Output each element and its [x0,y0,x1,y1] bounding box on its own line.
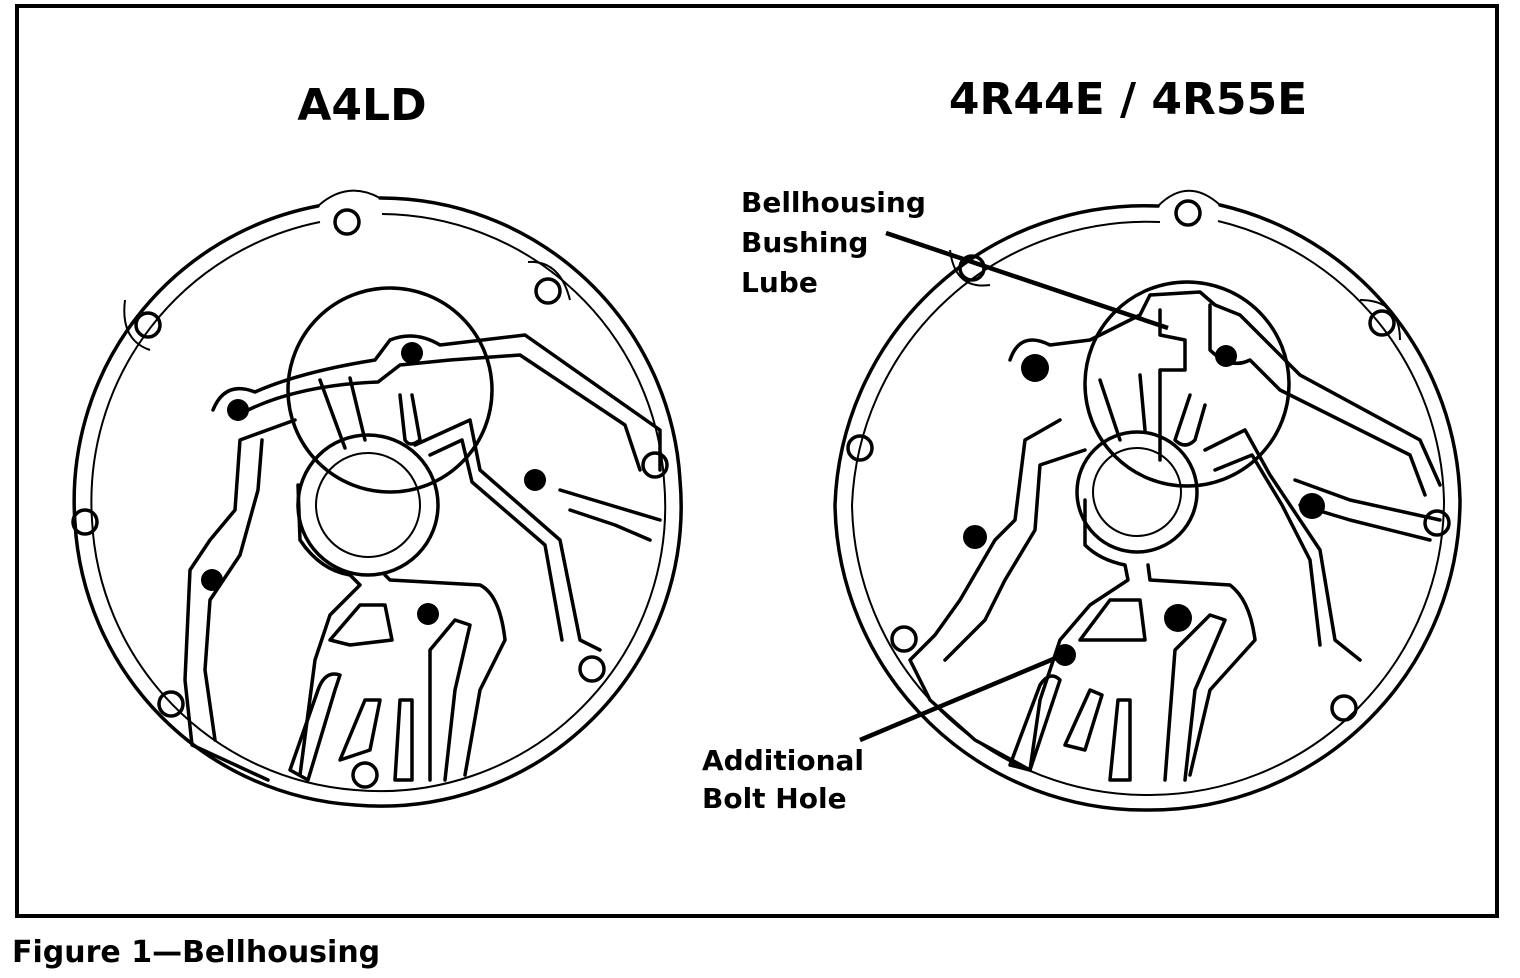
plate-a4ld-passage [211,333,662,472]
title-a4ld: A4LD [297,80,426,131]
plate-4r44e-bolt-hole [1174,199,1202,227]
plate-4r44e-port [963,525,987,549]
callout-lube-line-2: Bushing [741,226,868,259]
plate-a4ld-bolt-hole [351,761,379,789]
plate-a4ld-inner-outline [90,213,667,793]
figure-frame [15,4,1499,918]
plate-a4ld-center-bore [296,433,440,577]
plate-4r44e-bolt-hole [1368,309,1396,337]
callout-bolt-line-2: Bolt Hole [702,782,847,815]
callout-lube-leader [885,230,1169,331]
plate-a4ld-highlight-circle [286,286,494,494]
plate-4r44e-port [1215,345,1237,367]
plate-a4ld-port [417,603,439,625]
plate-4r44e-bolt-hole [846,434,874,462]
plate-4r44e-inner-outline [850,220,1446,797]
plate-4r44e-passage [1008,290,1442,487]
plate-a4ld-bolt-hole [534,277,562,305]
plate-4r44e-bolt-hole [890,625,918,653]
plate-a4ld-port [524,469,546,491]
callout-bolt-line-1: Additional [702,744,864,777]
plate-a4ld [71,189,683,808]
plate-4r44e-highlight-circle [1083,280,1291,488]
plate-4r44e [833,189,1462,812]
plate-4r44e-bolt-hole [1423,509,1451,537]
callout-lube-line-1: Bellhousing [741,186,926,219]
plate-4r44e-port [1164,604,1192,632]
plate-4r44e-bolt-hole [1330,694,1358,722]
plate-4r44e-additional-bolt-hole [1054,644,1076,666]
plate-a4ld-port [401,342,423,364]
figure-caption: Figure 1—Bellhousing [12,935,380,970]
plate-a4ld-slot [288,672,342,782]
plate-a4ld-bolt-hole [134,311,162,339]
plate-4r44e-port [1299,493,1325,519]
plate-4r44e-outline [833,203,1462,812]
plate-4r44e-slot [1008,674,1062,772]
title-4r44e-4r55e: 4R44E / 4R55E [949,74,1307,125]
plate-a4ld-port [227,399,249,421]
callout-bolt-leader [859,652,1064,743]
plate-4r44e-center-bore [1075,430,1199,554]
plate-a4ld-bolt-hole [157,690,185,718]
plate-4r44e-port [1021,354,1049,382]
plate-a4ld-bolt-hole [71,508,99,536]
plate-a4ld-bolt-hole [578,655,606,683]
plate-a4ld-outline [72,196,683,808]
plate-a4ld-bolt-hole [333,208,361,236]
callout-lube-line-3: Lube [741,266,818,299]
plate-a4ld-port [201,569,223,591]
plate-a4ld-bolt-hole [641,451,669,479]
